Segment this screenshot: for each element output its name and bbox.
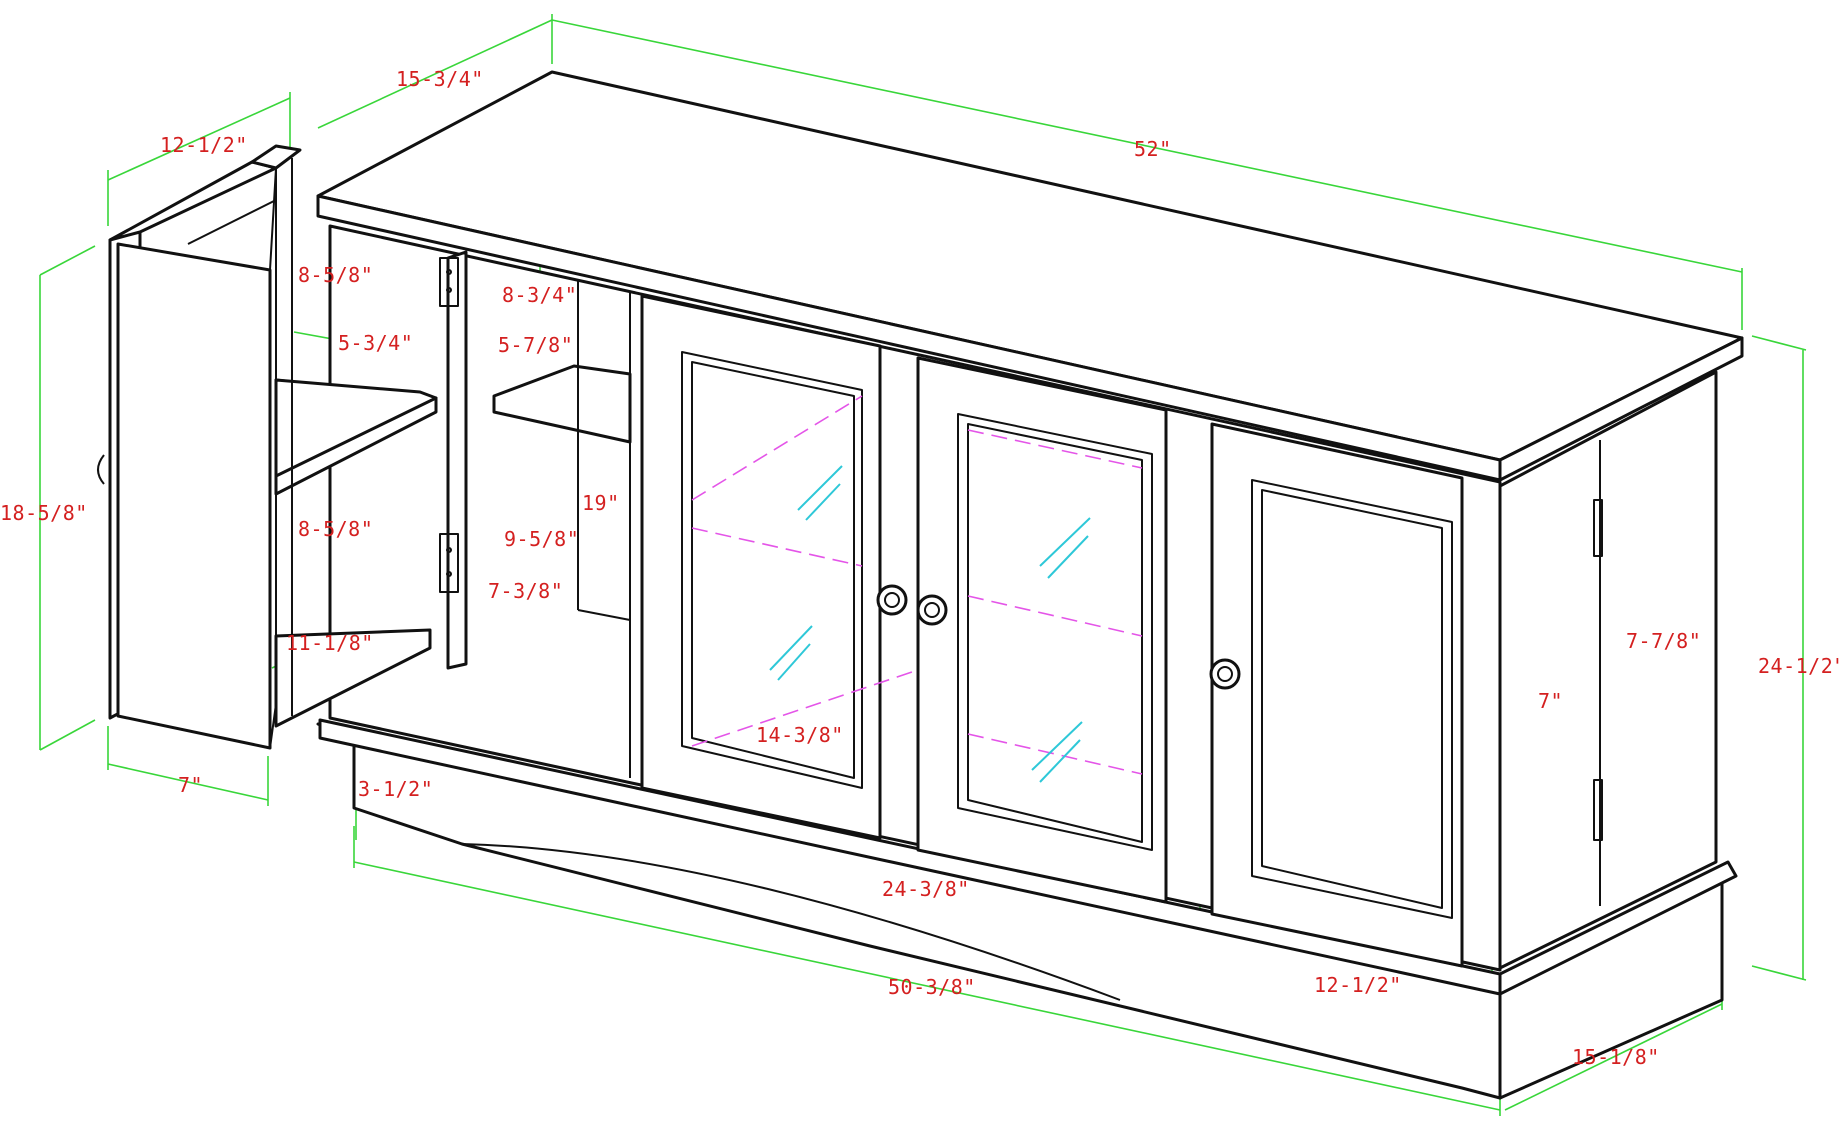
label-depth-top: 15-3/4" <box>396 67 484 91</box>
label-door-width: 12-1/2" <box>160 133 248 157</box>
label-left-bottom-depth: 11-1/8" <box>286 631 374 655</box>
label-left-lower-height: 8-5/8" <box>298 517 373 541</box>
label-height-total: 24-1/2" <box>1758 654 1840 678</box>
dimension-labels: 52" 15-3/4" 24-1/2" 12-1/2" 18-5/8" 7" 8… <box>0 67 1840 1069</box>
label-door-height: 18-5/8" <box>0 501 88 525</box>
left-door-open <box>97 144 302 750</box>
label-base-depth: 15-1/8" <box>1572 1045 1660 1069</box>
label-center-width: 24-3/8" <box>882 877 970 901</box>
label-left-upper-height: 8-5/8" <box>298 263 373 287</box>
label-mid-lower-height: 9-5/8" <box>504 527 579 551</box>
label-mid-upper-height: 8-3/4" <box>502 283 577 307</box>
middle-compartment <box>492 280 632 778</box>
label-right-door-width: 12-1/2" <box>1314 973 1402 997</box>
left-compartment <box>274 158 468 728</box>
label-right-side-height: 7-7/8" <box>1626 629 1701 653</box>
label-width-top: 52" <box>1134 137 1172 161</box>
label-base-height: 3-1/2" <box>358 777 433 801</box>
label-mid-lower-depth: 7-3/8" <box>488 579 563 603</box>
glass-doors <box>640 294 1464 968</box>
label-door-depth: 7" <box>178 773 203 797</box>
label-bottom-width: 50-3/8" <box>888 975 976 999</box>
label-glass-shelf-depth: 14-3/8" <box>756 723 844 747</box>
label-inner-height: 19" <box>582 491 620 515</box>
label-mid-shelf-depth: 5-7/8" <box>498 333 573 357</box>
label-right-side-depth: 7" <box>1538 689 1563 713</box>
label-left-shelf-depth: 5-3/4" <box>338 331 413 355</box>
